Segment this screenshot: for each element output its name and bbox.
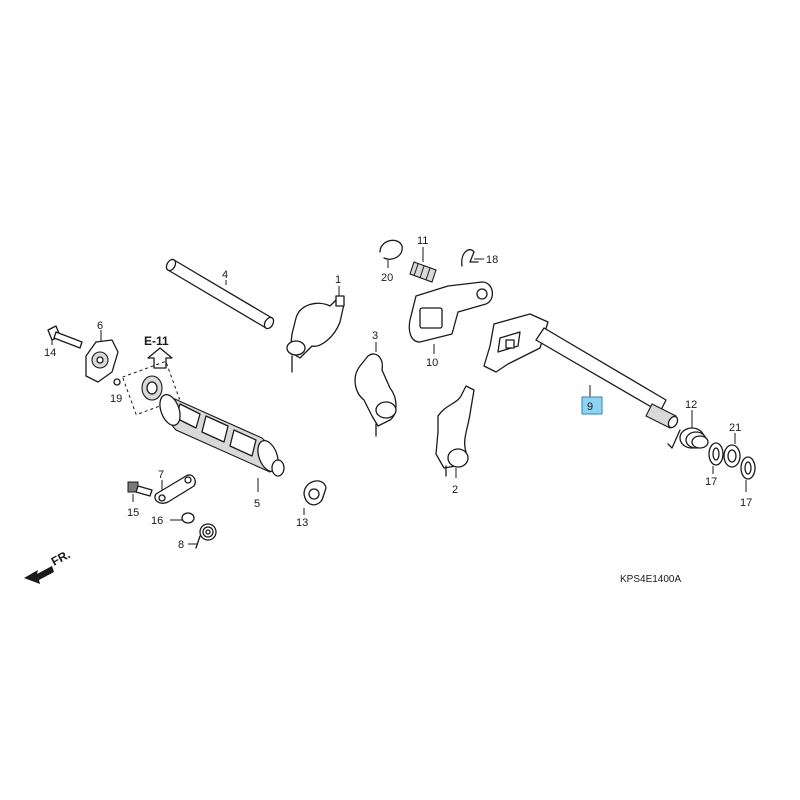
callout-6[interactable]: 6 bbox=[97, 320, 103, 332]
snap-ring-20[interactable] bbox=[379, 239, 403, 260]
callout-17-left[interactable]: 17 bbox=[705, 476, 717, 488]
reference-label: E-11 bbox=[144, 334, 169, 348]
callout-2[interactable]: 2 bbox=[452, 484, 458, 496]
callout-14[interactable]: 14 bbox=[44, 347, 56, 359]
circlip-13[interactable] bbox=[303, 480, 327, 506]
callout-5[interactable]: 5 bbox=[254, 498, 260, 510]
callout-20[interactable]: 20 bbox=[381, 272, 393, 284]
shift-fork-1[interactable] bbox=[286, 295, 345, 373]
callout-21[interactable]: 21 bbox=[729, 422, 741, 434]
callout-19[interactable]: 19 bbox=[110, 393, 122, 405]
washer-17a[interactable] bbox=[708, 442, 724, 466]
shift-drum[interactable] bbox=[156, 392, 285, 477]
washer-17b[interactable] bbox=[740, 456, 756, 480]
callout-7[interactable]: 7 bbox=[158, 469, 164, 481]
return-spring[interactable] bbox=[667, 427, 709, 449]
spring-11[interactable] bbox=[409, 261, 437, 283]
callout-16[interactable]: 16 bbox=[151, 515, 163, 527]
callout-13[interactable]: 13 bbox=[296, 517, 308, 529]
front-direction-label: FR. bbox=[49, 547, 73, 568]
clip-18[interactable] bbox=[461, 249, 479, 267]
front-direction-arrow-icon bbox=[24, 566, 54, 584]
bolt-15[interactable] bbox=[127, 481, 153, 497]
fork-shaft[interactable] bbox=[165, 258, 276, 330]
drum-plate[interactable] bbox=[85, 339, 119, 383]
stopper-plate[interactable] bbox=[408, 281, 493, 343]
callout-17-right[interactable]: 17 bbox=[740, 497, 752, 509]
callout-4[interactable]: 4 bbox=[222, 269, 228, 281]
callout-12[interactable]: 12 bbox=[685, 399, 697, 411]
highlight-box bbox=[581, 396, 603, 415]
bolt-14[interactable] bbox=[47, 325, 83, 349]
pin-19[interactable] bbox=[113, 378, 121, 386]
stopper-arm[interactable] bbox=[154, 474, 196, 504]
collar-21[interactable] bbox=[723, 444, 741, 468]
callout-11[interactable]: 11 bbox=[417, 235, 428, 247]
stopper-spring[interactable] bbox=[195, 523, 217, 549]
gearshift-spindle[interactable] bbox=[483, 313, 679, 429]
shift-fork-3[interactable] bbox=[354, 353, 397, 437]
washer-16[interactable] bbox=[181, 512, 195, 524]
callout-1[interactable]: 1 bbox=[335, 274, 341, 286]
reference-arrow-icon bbox=[147, 347, 173, 369]
callout-9[interactable]: 9 bbox=[587, 401, 593, 413]
shift-fork-2[interactable] bbox=[435, 385, 475, 477]
callout-18[interactable]: 18 bbox=[486, 254, 498, 266]
callout-10[interactable]: 10 bbox=[426, 357, 438, 369]
callout-8[interactable]: 8 bbox=[178, 539, 184, 551]
callout-15[interactable]: 15 bbox=[127, 507, 139, 519]
bearing[interactable] bbox=[141, 375, 163, 401]
drawing-code: KPS4E1400A bbox=[620, 574, 681, 585]
callout-3[interactable]: 3 bbox=[372, 330, 378, 342]
